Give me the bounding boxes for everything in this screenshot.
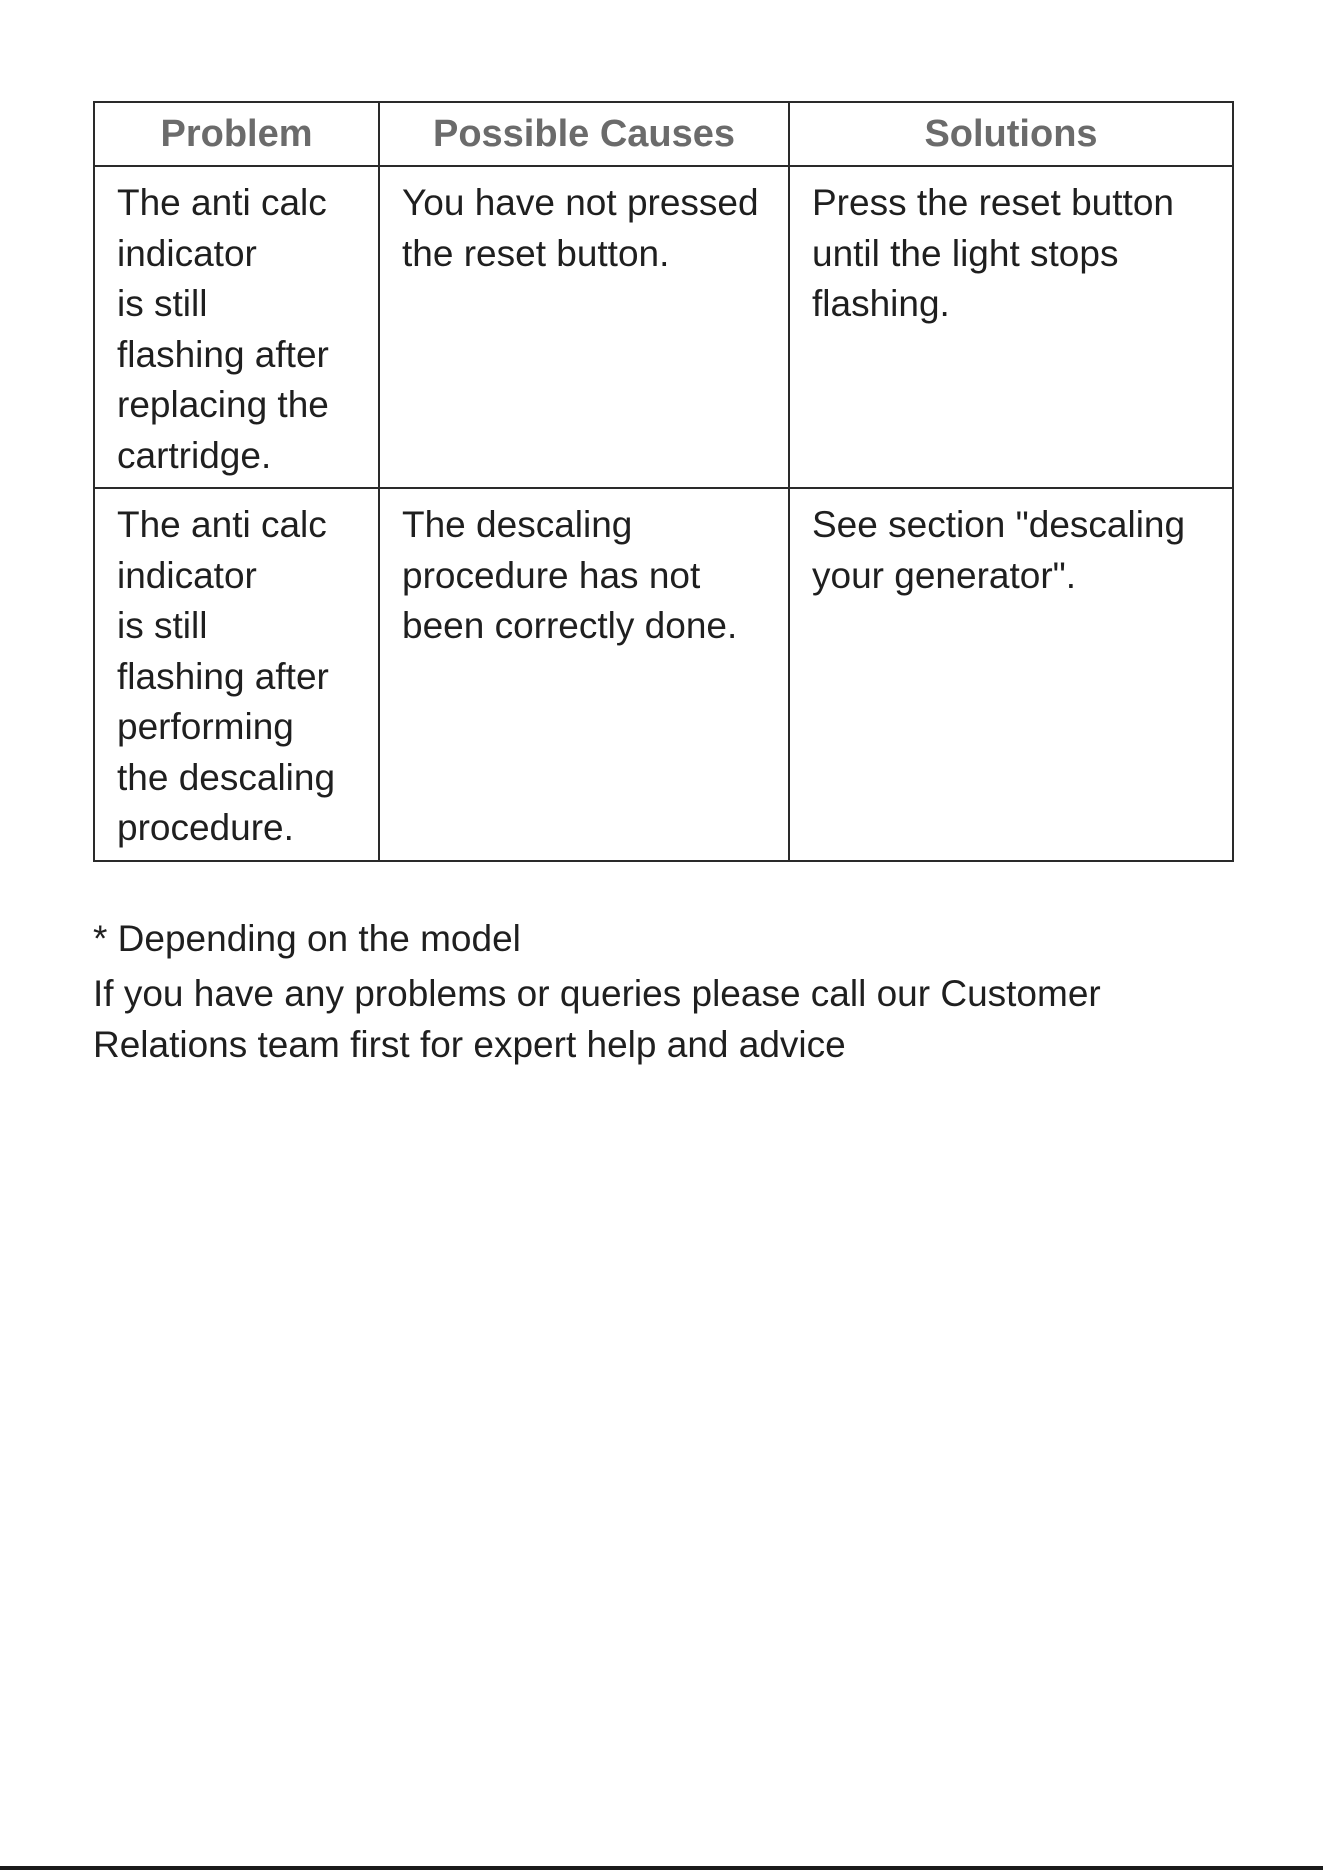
cell-text-line: until the light stops	[812, 232, 1119, 274]
cell-text-line: cartridge.	[117, 434, 272, 476]
problem-cell: The anti calc indicator is still flashin…	[93, 487, 380, 862]
header-problem: Problem	[93, 101, 380, 167]
problem-cell: The anti calc indicator is still flashin…	[93, 165, 380, 489]
cell-text-line: been correctly done.	[402, 605, 738, 646]
footnote: * Depending on the model	[93, 918, 521, 959]
cell-text-line: your generator".	[812, 554, 1077, 596]
bottom-border-line	[0, 1866, 1323, 1870]
contact-line: Relations team first for expert help and…	[93, 1024, 846, 1065]
cell-text-line: procedure.	[117, 807, 294, 848]
solutions-cell: Press the reset button until the light s…	[788, 165, 1234, 489]
table-row: The anti calc indicator is still flashin…	[93, 165, 1234, 489]
header-solutions: Solutions	[788, 101, 1234, 167]
cell-text-line: The anti calc	[117, 504, 327, 545]
cell-text-line: procedure has not	[402, 554, 701, 596]
cell-text-line: indicator	[117, 554, 257, 596]
cell-text-line: flashing after	[117, 655, 329, 697]
causes-cell: The descaling procedure has not been cor…	[378, 487, 790, 862]
cell-text-line: indicator	[117, 232, 257, 274]
table-header-row: Problem Possible Causes Solutions	[93, 101, 1234, 167]
cell-text-line: is still	[117, 283, 208, 324]
cell-text-line: The descaling	[402, 504, 633, 545]
cell-text-line: See section "descaling	[812, 504, 1186, 545]
table-row: The anti calc indicator is still flashin…	[93, 487, 1234, 862]
cell-text-line: flashing.	[812, 283, 950, 324]
notes-section: * Depending on the model If you have any…	[93, 913, 1233, 1070]
solutions-cell: See section "descaling your generator".	[788, 487, 1234, 862]
cell-text-line: The anti calc	[117, 182, 327, 223]
cell-text-line: You have not pressed	[402, 182, 759, 223]
cell-text-line: the descaling	[117, 756, 336, 798]
cell-text-line: replacing the	[117, 384, 329, 425]
troubleshooting-table: Problem Possible Causes Solutions The an…	[93, 101, 1234, 862]
cell-text-line: is still	[117, 605, 208, 646]
contact-line: If you have any problems or queries plea…	[93, 973, 1101, 1014]
cell-text-line: Press the reset button	[812, 182, 1174, 223]
cell-text-line: the reset button.	[402, 232, 670, 274]
cell-text-line: flashing after	[117, 333, 329, 375]
cell-text-line: performing	[117, 706, 294, 747]
header-possible-causes: Possible Causes	[378, 101, 790, 167]
causes-cell: You have not pressed the reset button.	[378, 165, 790, 489]
